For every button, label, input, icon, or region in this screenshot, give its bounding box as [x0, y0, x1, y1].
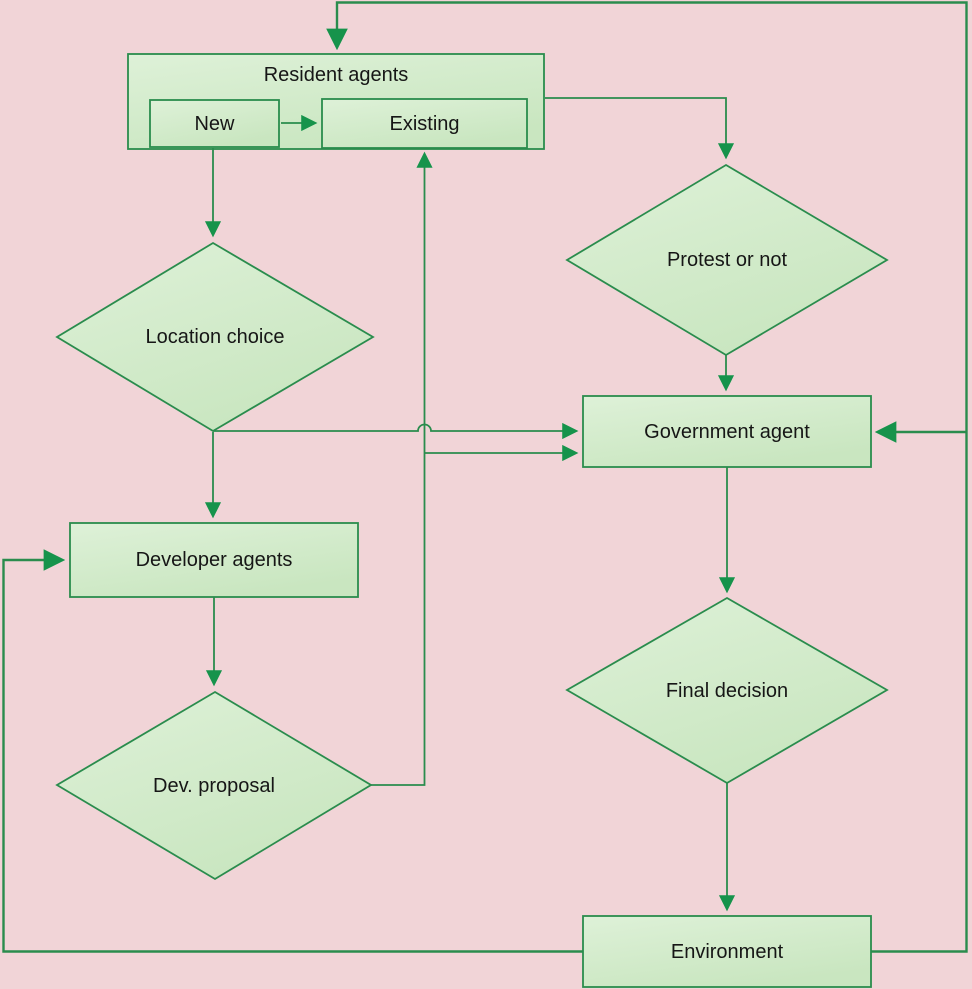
edge-environment-to-developer-agents	[2, 549, 583, 953]
node-location-choice	[55, 241, 375, 433]
edge-dev-proposal-to-existing	[370, 151, 433, 786]
node-environment	[582, 915, 872, 988]
node-dev-proposal	[55, 690, 373, 881]
edge-location-choice-to-government-agent	[213, 422, 579, 440]
node-developer-agents	[69, 522, 359, 598]
node-final-decision	[565, 596, 889, 785]
node-existing	[321, 98, 528, 149]
edge-environment-to-resident-agents	[326, 1, 968, 953]
node-government-agent	[582, 395, 872, 468]
node-protest-or-not	[565, 163, 889, 357]
edge-resident-agents-to-protest-or-not	[545, 97, 735, 160]
node-new	[149, 99, 280, 148]
